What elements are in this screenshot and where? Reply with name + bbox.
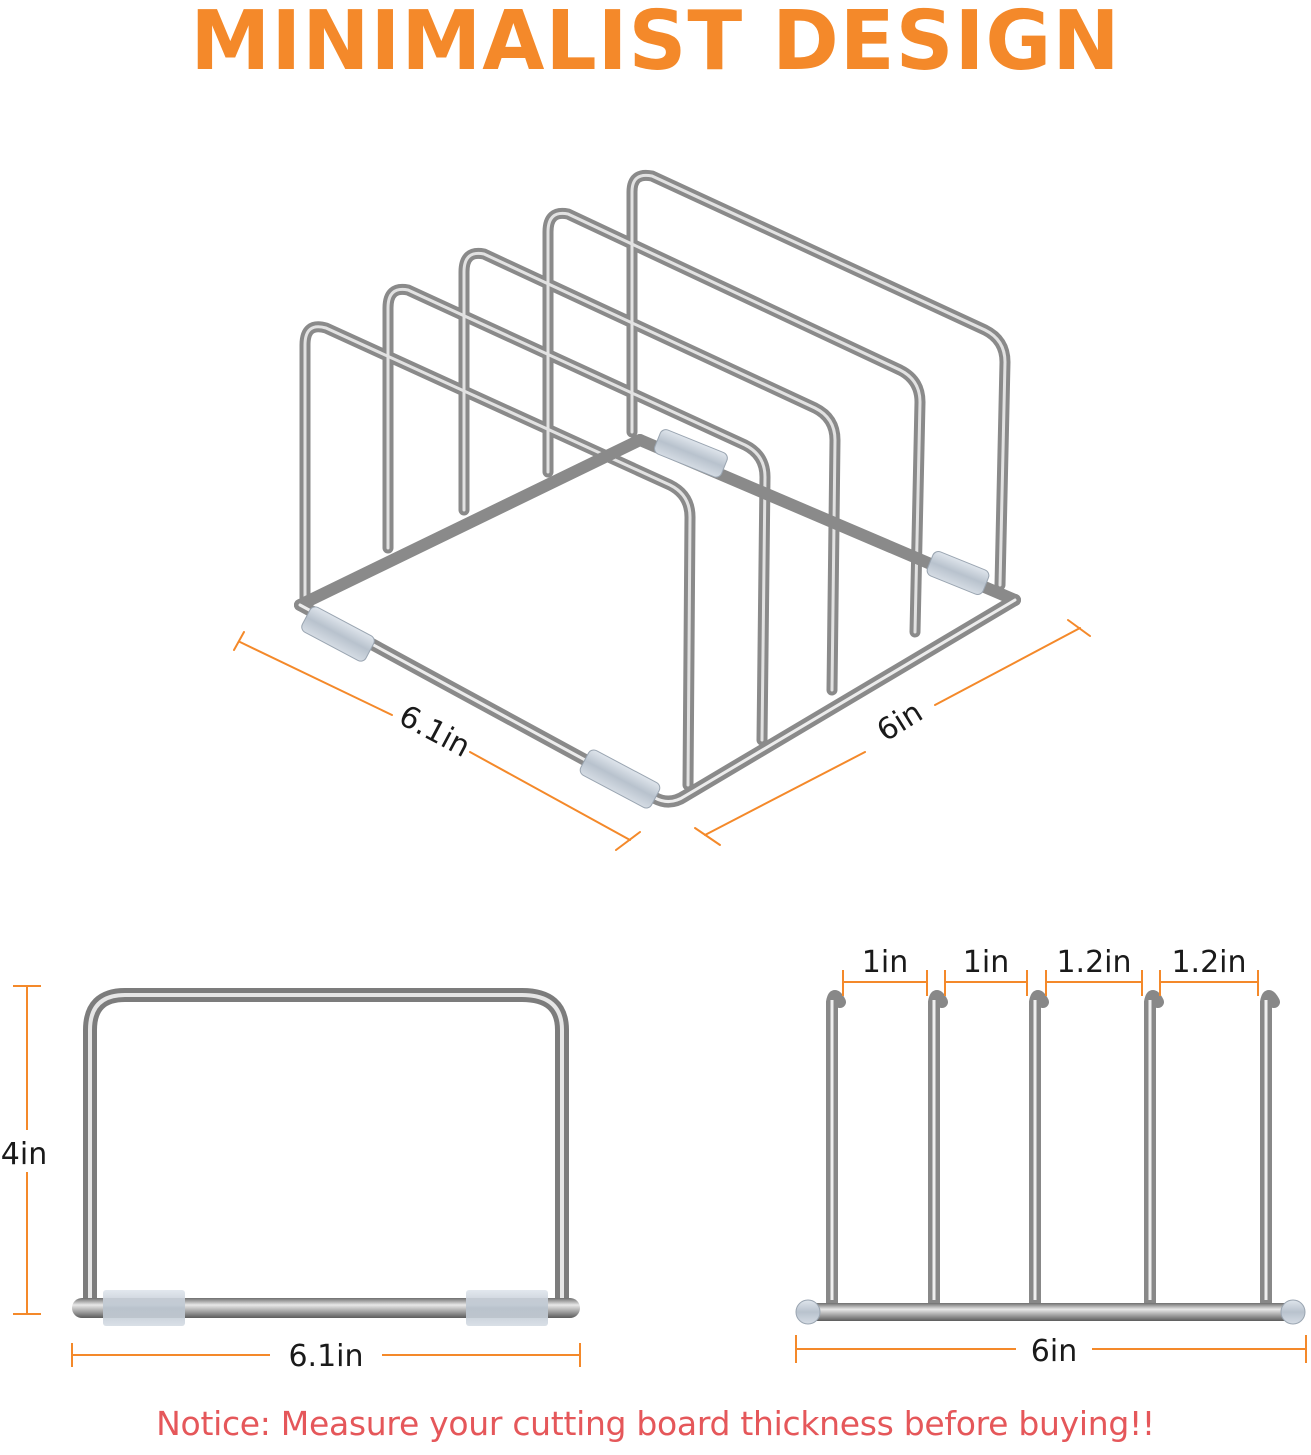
side-view-illustration: 4in 6.1in	[1, 985, 581, 1374]
front-width-label: 6in	[1031, 1334, 1077, 1369]
headline-title: MINIMALIST DESIGN	[190, 0, 1121, 89]
rubber-foot-icon	[301, 429, 990, 809]
rubber-foot-icon	[795, 1299, 821, 1325]
isometric-rack-illustration: 6.1in 6in	[233, 169, 1091, 851]
notice-text: Notice: Measure your cutting board thick…	[156, 1404, 1155, 1443]
side-height-label: 4in	[1, 1137, 47, 1172]
rubber-foot-icon	[1280, 1299, 1306, 1325]
spacing-label-4: 1.2in	[1171, 945, 1246, 980]
spacing-label-2: 1in	[963, 945, 1009, 980]
iso-width-label: 6.1in	[393, 699, 476, 765]
rubber-foot-icon	[103, 1290, 185, 1326]
spacing-label-1: 1in	[862, 945, 908, 980]
spacing-label-3: 1.2in	[1056, 945, 1131, 980]
side-width-label: 6.1in	[288, 1339, 363, 1374]
front-view-illustration: 1in 1in 1.2in 1.2in 6in	[795, 945, 1307, 1369]
rubber-foot-icon	[466, 1290, 548, 1326]
iso-depth-label: 6in	[871, 695, 929, 749]
